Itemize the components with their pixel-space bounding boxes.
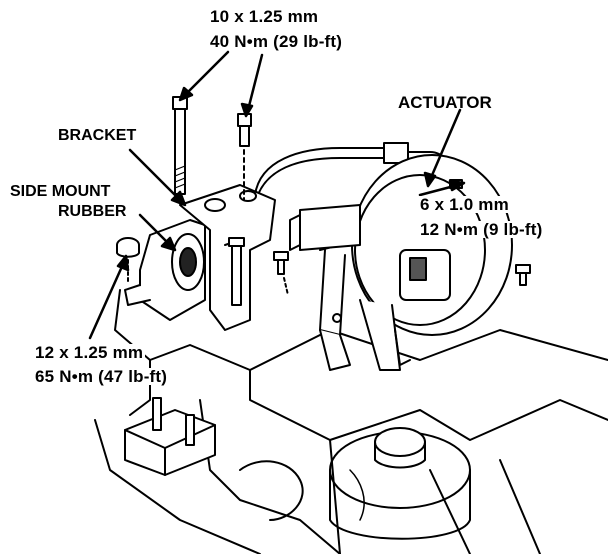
stud-block [124,397,216,476]
top-bolt-size-label: 10 x 1.25 mm [210,7,319,26]
leader-arrows [88,50,466,340]
nut-torque-label: 65 N•m (47 lb-ft) [33,367,170,386]
actuator [319,154,513,371]
side-mount-label-line1: SIDE MOUNT [10,183,111,200]
side-mount-rubber [124,219,206,321]
shift-linkage [289,204,361,371]
actuator-bolt-left [273,251,289,296]
actuator-bolt-right [515,264,531,286]
top-bolt-torque-label: 40 N•m (29 lb-ft) [210,32,343,51]
bracket-stud [228,237,245,306]
top-long-bolt [172,96,188,195]
top-short-bolt [237,113,252,201]
side-mount-label-line2: RUBBER [58,203,127,220]
actuator-label: ACTUATOR [398,93,492,112]
actuator-bolt-size-label: 6 x 1.0 mm [418,195,511,214]
boss-cylinder [329,427,471,540]
bracket-label: BRACKET [58,127,137,144]
actuator-bolt-torque-label: 12 N•m (9 lb-ft) [418,220,545,239]
nut-size-label: 12 x 1.25 mm [33,343,146,362]
mount-nut [116,237,140,283]
